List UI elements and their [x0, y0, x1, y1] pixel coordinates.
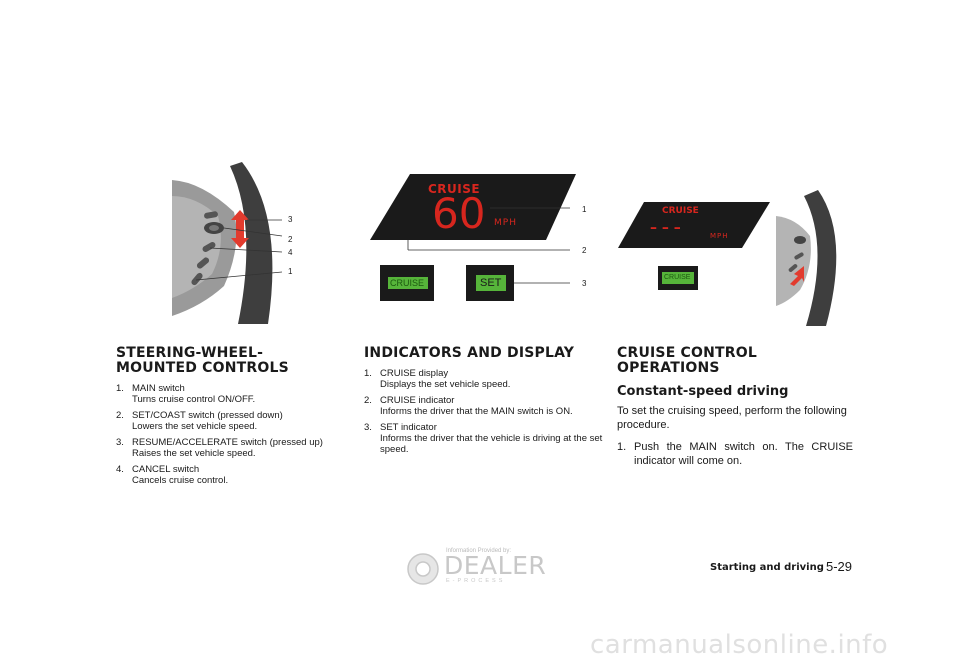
footer-section-title: Starting and driving — [710, 562, 824, 573]
cruise-indicator-panel: CRUISE — [380, 265, 434, 301]
callout-4: 4 — [288, 248, 293, 257]
section-subheading: Constant-speed driving — [617, 384, 789, 399]
list-item: 3.RESUME/ACCELERATE switch (pressed up)R… — [116, 437, 323, 459]
section-heading: STEERING-WHEEL-MOUNTED CONTROLS — [116, 345, 289, 376]
provided-by-text: Information Provided by: — [446, 548, 512, 554]
callout-display-3: 3 — [582, 279, 587, 288]
cruise-indicator-label-2: CRUISE — [664, 274, 691, 281]
callout-display-1: 1 — [582, 205, 587, 214]
intro-paragraph: To set the cruising speed, perform the f… — [617, 405, 847, 431]
cruise-operation-figure: CRUISE – – – MPH CRUISE — [618, 186, 854, 326]
callout-1: 1 — [288, 267, 293, 276]
step-item: 1. Push the MAIN switch on. The CRUISE i… — [617, 441, 853, 467]
steering-wheel-spoke-2 — [776, 216, 811, 306]
callout-display-2: 2 — [582, 246, 587, 255]
indicators-figure: CRUISE 60 MPH CRUISE SET — [370, 170, 580, 310]
site-watermark: carmanualsonline.info — [590, 630, 889, 660]
callout-3: 3 — [288, 215, 293, 224]
section-heading: CRUISE CONTROL OPERATIONS — [617, 345, 757, 376]
steering-wheel-figure — [172, 162, 283, 324]
section-heading: INDICATORS AND DISPLAY — [364, 345, 575, 361]
dealer-tagline: E-PROCESS — [446, 578, 506, 584]
set-speed-value: 60 — [432, 189, 486, 238]
switch-resume — [204, 211, 218, 219]
cruise-indicator-panel-2: CRUISE — [658, 266, 698, 290]
section-steering-controls: STEERING-WHEEL-MOUNTED CONTROLS 1.MAIN s… — [116, 346, 328, 491]
page-number: 5-29 — [826, 559, 853, 574]
display-panel-bg-2 — [618, 190, 837, 326]
no-speed-dashes: – – – — [650, 220, 681, 236]
cruise-indicator-label: CRUISE — [390, 278, 425, 288]
dealer-logo-icon — [407, 553, 439, 585]
up-down-arrow-icon — [231, 210, 249, 248]
speed-unit: MPH — [494, 218, 517, 228]
callout-2: 2 — [288, 235, 293, 244]
dealer-watermark: Information Provided by: DEALER E-PROCES… — [406, 548, 546, 588]
steering-wheel-rim-2 — [804, 190, 837, 326]
cruise-display-label: CRUISE — [428, 182, 481, 196]
steering-wheel-rim — [230, 162, 273, 324]
set-indicator-label: SET — [480, 277, 502, 289]
push-arrow-icon — [790, 266, 804, 286]
section-cruise-operations: CRUISE CONTROL OPERATIONS Constant-speed… — [617, 346, 853, 468]
list-item: 2.SET/COAST switch (pressed down)Lowers … — [116, 410, 283, 432]
speed-unit-2: MPH — [710, 232, 729, 240]
dealer-brand: DEALER — [444, 551, 547, 580]
display-panel-bg — [370, 174, 576, 284]
switch-cancel — [202, 242, 216, 252]
set-indicator-panel: SET — [466, 265, 514, 301]
cruise-display-label-2: CRUISE — [662, 206, 699, 216]
